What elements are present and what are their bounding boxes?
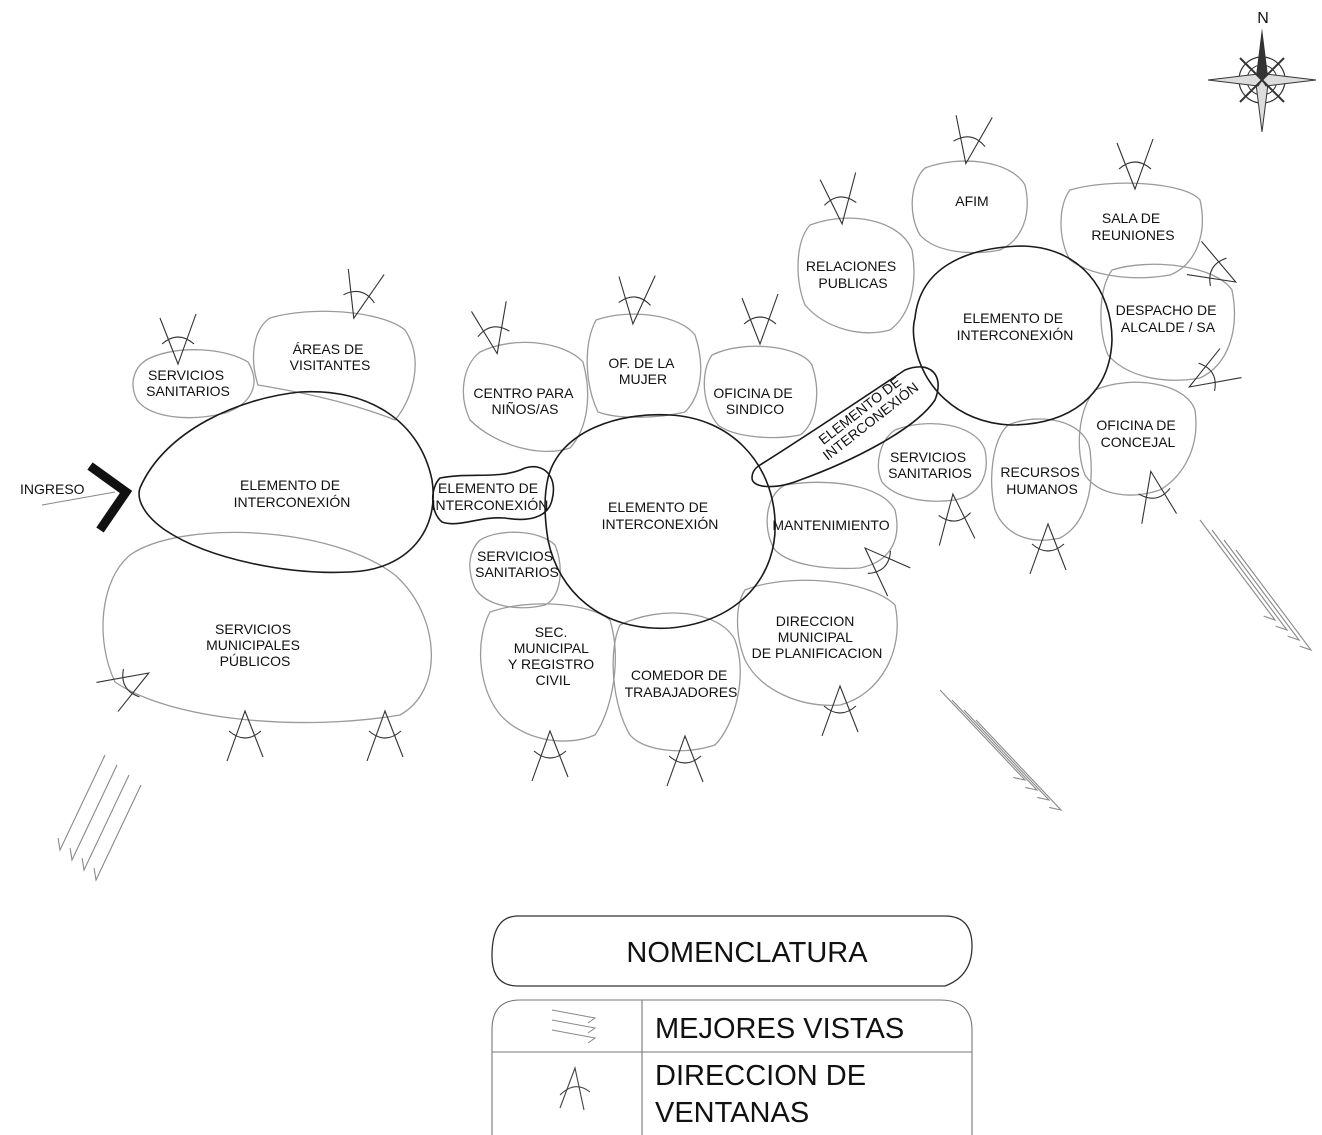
- label-sec-municipal: SEC. MUNICIPAL Y REGISTRO CIVIL: [508, 624, 598, 688]
- label-centro-ninos: CENTRO PARA NIÑOS/AS: [473, 385, 576, 417]
- window-direction-symbol: [821, 684, 859, 737]
- window-direction-symbol: [1186, 241, 1238, 286]
- label-despacho-alcalde: DESPACHO DE ALCALDE / SA: [1116, 302, 1221, 335]
- connector-interconexion-1: [431, 465, 555, 525]
- window-direction-symbol: [741, 293, 779, 346]
- legend: NOMENCLATURA MEJORES VISTAS DIRECCION DE…: [491, 915, 973, 1135]
- bubble-oficina-sindico: [703, 345, 818, 439]
- best-view-arrows: [57, 754, 142, 882]
- label-hub-2: ELEMENTO DE INTERCONEXIÓN: [602, 499, 719, 532]
- bubble-oficina-concejal: [1078, 381, 1197, 496]
- bubble-serv-sanitarios-1: [132, 349, 255, 419]
- bubble-sala-reuniones: [1060, 182, 1204, 279]
- label-oficina-sindico: OFICINA DE SINDICO: [713, 385, 796, 417]
- label-comedor: COMEDOR DE TRABAJADORES: [625, 667, 738, 700]
- entrance-arrow-icon: [41, 462, 133, 533]
- window-direction-symbol: [938, 492, 976, 546]
- label-connector-1: ELEMENTO DE INTERCONEXIÓN: [432, 480, 549, 513]
- label-of-mujer: OF. DE LA MUJER: [608, 355, 677, 387]
- bubble-serv-sanitarios-2: [469, 531, 561, 609]
- window-direction-symbol: [1116, 138, 1154, 191]
- label-sala-reuniones: SALA DE REUNIONES: [1091, 210, 1174, 243]
- label-serv-sanitarios-3: SERVICIOS SANITARIOS: [888, 449, 972, 481]
- bubble-areas-visitantes: [252, 310, 416, 421]
- window-direction-symbol: [531, 729, 569, 782]
- bubble-recursos-humanos: [991, 418, 1092, 541]
- bubble-servicios-municipales: [102, 531, 432, 724]
- window-direction-symbol: [819, 172, 857, 226]
- bubble-afim: [911, 160, 1028, 254]
- best-view-symbols: [57, 519, 1313, 882]
- legend-title-box: [491, 915, 973, 987]
- best-view-arrows: [1199, 519, 1313, 652]
- legend-item-direccion-ventanas: DIRECCION DE VENTANAS: [655, 1060, 874, 1129]
- window-direction-symbol: [343, 269, 385, 320]
- bubble-sec-municipal: [479, 603, 616, 742]
- window-direction-symbol: [1187, 348, 1242, 391]
- bubble-serv-sanitarios-3: [877, 422, 987, 502]
- window-direction-symbols: [96, 115, 1242, 787]
- window-direction-symbol: [226, 709, 264, 762]
- hub-interconexion-2: [544, 413, 776, 629]
- bubble-mantenimiento: [766, 481, 898, 570]
- label-relaciones-publicas: RELACIONES PUBLICAS: [806, 258, 900, 291]
- label-direccion-planificacion: DIRECCION MUNICIPAL DE PLANIFICACION: [752, 613, 883, 661]
- compass-rose-icon: N: [1207, 10, 1317, 133]
- bubble-direccion-planificacion: [736, 579, 898, 706]
- connector-interconexion-2: [751, 366, 939, 488]
- label-oficina-concejal: OFICINA DE CONCEJAL: [1096, 417, 1179, 450]
- bubble-centro-ninos: [462, 341, 589, 452]
- label-serv-sanitarios-2: SERVICIOS SANITARIOS: [475, 548, 559, 580]
- label-hub-3: ELEMENTO DE INTERCONEXIÓN: [957, 310, 1074, 343]
- bubble-relaciones-publicas: [797, 217, 915, 334]
- label-ingreso: INGRESO: [20, 481, 85, 497]
- legend-title: NOMENCLATURA: [626, 937, 868, 969]
- window-direction-symbol: [863, 546, 911, 597]
- label-servicios-municipales: SERVICIOS MUNICIPALES PÚBLICOS: [206, 621, 304, 669]
- label-serv-sanitarios-1: SERVICIOS SANITARIOS: [146, 367, 230, 399]
- label-areas-visitantes: ÁREAS DE VISITANTES: [290, 341, 371, 373]
- bubble-of-mujer: [586, 313, 702, 418]
- mejores-vistas-icon: [551, 1009, 597, 1044]
- label-recursos-humanos: RECURSOS HUMANOS: [1000, 464, 1083, 497]
- legend-item-mejores-vistas: MEJORES VISTAS: [655, 1013, 904, 1045]
- bubble-despacho-alcalde: [1100, 263, 1236, 381]
- window-direction-symbol: [366, 709, 404, 762]
- label-hub-1: ELEMENTO DE INTERCONEXIÓN: [234, 477, 351, 510]
- bubble-comedor: [612, 612, 741, 752]
- best-view-arrows: [939, 689, 1063, 811]
- window-direction-symbol: [1029, 522, 1067, 575]
- label-afim: AFIM: [955, 193, 988, 209]
- window-direction-symbol: [666, 734, 704, 787]
- window-direction-symbol: [470, 301, 510, 356]
- hub-interconexion-3: [912, 245, 1113, 426]
- legend-table: [491, 999, 973, 1135]
- hub-interconexion-1: [138, 390, 434, 574]
- window-direction-symbol: [1138, 469, 1178, 524]
- window-direction-symbol: [953, 115, 993, 166]
- window-direction-symbol: [618, 275, 656, 326]
- window-direction-symbol: [96, 669, 151, 712]
- window-direction-icon: [559, 1066, 591, 1111]
- north-label: N: [1257, 10, 1269, 27]
- window-direction-symbol: [159, 313, 197, 366]
- label-mantenimiento: MANTENIMIENTO: [772, 517, 889, 533]
